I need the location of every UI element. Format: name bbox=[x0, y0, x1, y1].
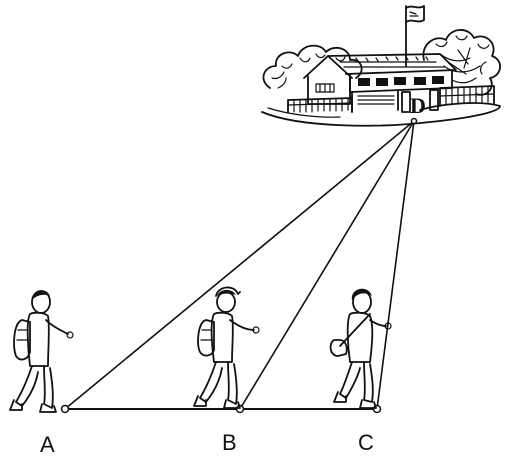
ray-a-d bbox=[64, 120, 415, 410]
label-point-a: A bbox=[40, 432, 55, 457]
school-building-icon bbox=[261, 5, 501, 127]
sight-lines bbox=[64, 120, 415, 410]
flag-icon bbox=[405, 5, 425, 67]
ray-b-d bbox=[239, 120, 415, 410]
point-a-marker bbox=[60, 404, 70, 414]
point-c-marker bbox=[372, 404, 382, 414]
tree-cluster-left bbox=[262, 44, 363, 89]
walking-student-icon bbox=[9, 290, 74, 413]
walking-student-icon bbox=[329, 288, 392, 409]
ray-c-d bbox=[376, 120, 415, 410]
school-main-block bbox=[287, 53, 495, 113]
label-point-b: B bbox=[222, 430, 237, 455]
label-point-c: C bbox=[358, 430, 374, 455]
label-point-d: D bbox=[410, 93, 426, 118]
walking-student-icon bbox=[193, 286, 260, 409]
tree-cluster-right bbox=[422, 29, 501, 96]
point-d-marker bbox=[410, 117, 418, 125]
